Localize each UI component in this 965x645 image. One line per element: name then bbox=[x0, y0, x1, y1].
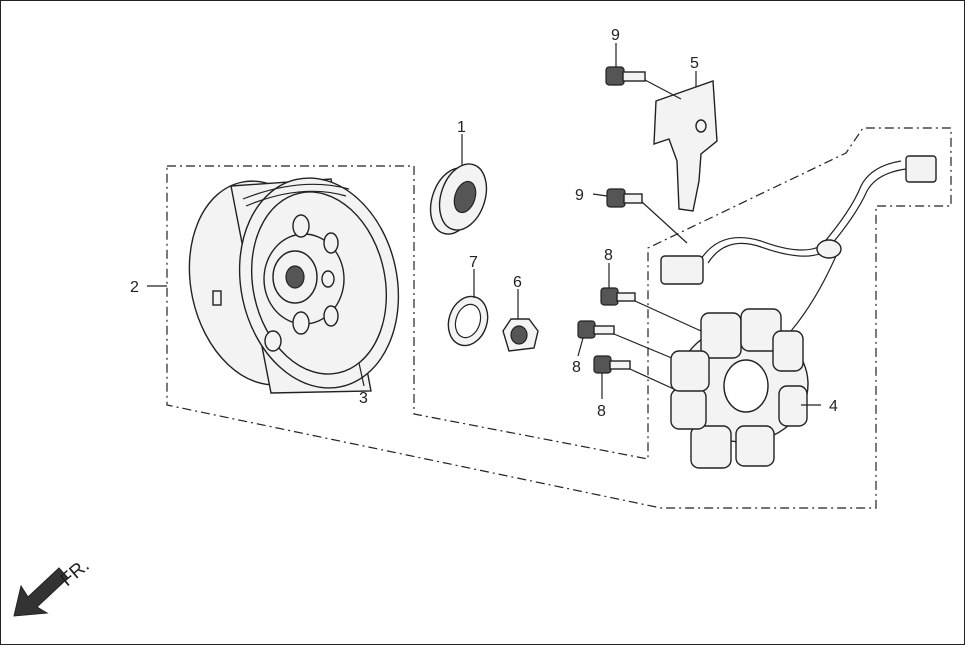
bolt-9-upper bbox=[605, 66, 682, 100]
callout-5: 5 bbox=[690, 55, 699, 72]
callout-8-lower: 8 bbox=[597, 403, 606, 420]
callout-8-upper: 8 bbox=[604, 247, 613, 264]
callout-2: 2 bbox=[130, 279, 139, 296]
direction-label: FR. bbox=[57, 555, 94, 591]
bolt-8-upper bbox=[600, 287, 702, 332]
flange-nut bbox=[502, 318, 539, 352]
cord-clamp-bracket bbox=[653, 80, 718, 212]
callout-9-upper: 9 bbox=[611, 27, 620, 44]
group-outline-flywheel bbox=[166, 127, 952, 509]
arrow-down-left-icon bbox=[13, 567, 69, 617]
callout-4: 4 bbox=[829, 398, 838, 415]
callout-3: 3 bbox=[359, 390, 368, 407]
washer bbox=[447, 295, 489, 347]
callout-8-middle: 8 bbox=[572, 359, 581, 376]
leader-lines bbox=[147, 43, 821, 406]
front-direction-indicator: FR. bbox=[13, 555, 94, 617]
callout-1: 1 bbox=[457, 119, 466, 136]
flywheel-rotor bbox=[188, 177, 400, 394]
bolt-9-lower bbox=[606, 188, 688, 244]
oil-seal bbox=[429, 163, 488, 235]
callout-9-lower: 9 bbox=[575, 187, 584, 204]
callout-6: 6 bbox=[513, 274, 522, 291]
bolt-8-lower bbox=[593, 355, 690, 397]
bolt-8-middle bbox=[577, 320, 680, 362]
callout-7: 7 bbox=[469, 254, 478, 271]
stator-assembly bbox=[660, 155, 937, 469]
